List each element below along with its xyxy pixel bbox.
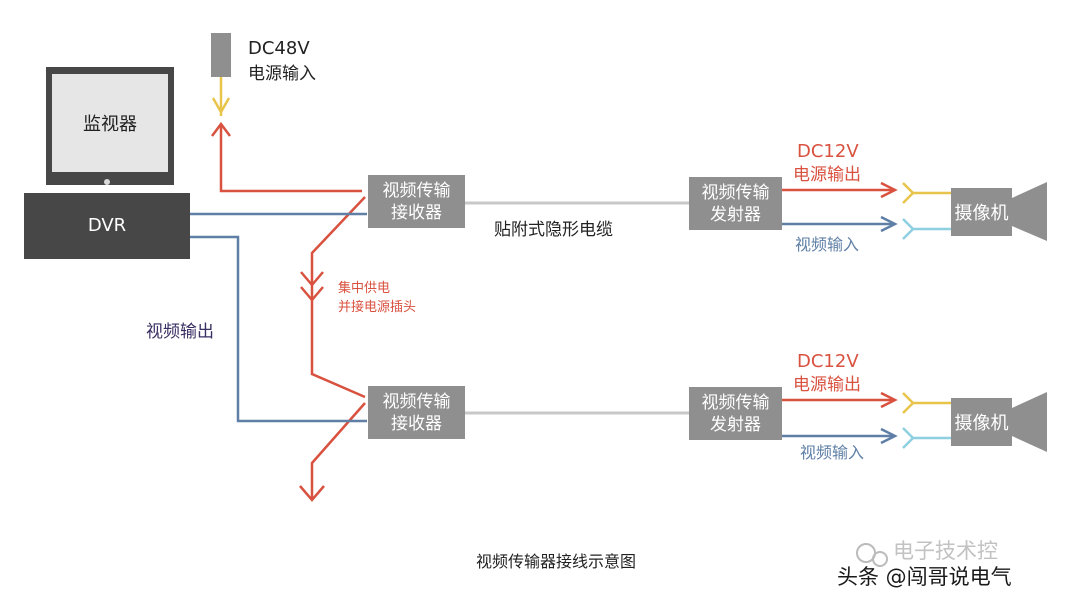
watermark-author: 头条 @闯哥说电气	[837, 565, 1012, 589]
power-out-arrow-top	[880, 181, 898, 199]
camera-lens-top	[1012, 182, 1047, 241]
power-output-label-top: 电源输出	[793, 165, 861, 185]
power-output-label-bottom: 电源输出	[793, 375, 861, 395]
power-input-voltage: DC48V	[248, 38, 310, 59]
dc48v-plug	[211, 33, 231, 77]
video-output-label: 视频输出	[146, 322, 214, 342]
cam-power-connector-top	[902, 182, 915, 204]
dc48v-arrow	[211, 97, 231, 115]
transmitter-box-top: 视频传输 发射器	[689, 177, 782, 230]
cable-label: 贴附式隐形电缆	[494, 220, 613, 240]
receiver-box-top: 视频传输 接收器	[368, 175, 465, 228]
video-in-arrow-top	[880, 215, 898, 233]
power-feed-line	[219, 124, 362, 193]
camera-bottom: 摄像机	[951, 398, 1012, 446]
power-out-arrow-bottom	[880, 391, 898, 409]
wechat-icon-small	[872, 551, 888, 567]
power-drop-line	[310, 402, 366, 500]
diagram-caption: 视频传输器接线示意图	[476, 552, 637, 571]
monitor-screen: 监视器	[52, 74, 168, 172]
cam-video-connector-bottom	[902, 427, 915, 449]
power-output-voltage-bottom: DC12V	[797, 351, 859, 372]
monitor-power-led	[104, 179, 110, 185]
receiver-box-bottom: 视频传输 接收器	[368, 386, 465, 439]
video-line-bottom	[190, 235, 367, 423]
transmitter-box-bottom: 视频传输 发射器	[689, 387, 782, 440]
camera-top: 摄像机	[951, 188, 1012, 236]
watermark-brand: 电子技术控	[893, 539, 998, 563]
power-drop-arrow	[299, 485, 325, 502]
cam-power-connector-bottom	[902, 392, 915, 414]
cam-video-connector-top	[902, 218, 915, 240]
camera-lens-bottom	[1012, 392, 1047, 452]
central-power-arrow-1	[300, 271, 324, 287]
dvr-box: DVR	[24, 193, 190, 259]
power-output-voltage-top: DC12V	[797, 141, 859, 162]
video-input-label-bottom: 视频输入	[800, 443, 865, 462]
video-input-label-top: 视频输入	[795, 235, 860, 254]
video-in-arrow-bottom	[880, 427, 898, 445]
central-power-label: 集中供电 并接电源插头	[338, 281, 417, 315]
power-input-label: 电源输入	[248, 64, 316, 84]
central-power-arrow-2	[300, 286, 324, 302]
power-trunk-line	[310, 196, 366, 399]
